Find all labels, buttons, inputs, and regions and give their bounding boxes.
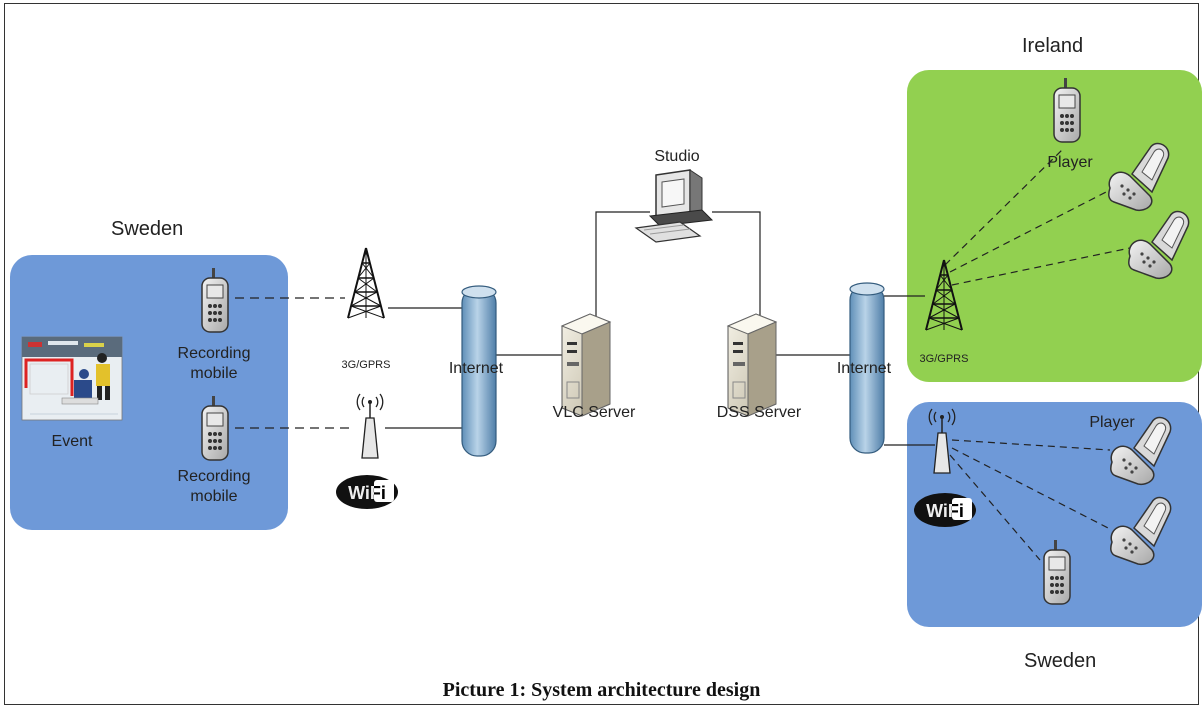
event-label: Event [52, 433, 93, 450]
internet-left-label: Internet [449, 360, 504, 377]
wifi-logo-icon: WiFi [336, 475, 398, 509]
region-title-sweden-left: Sweden [111, 218, 183, 240]
connections [235, 149, 1131, 561]
player-ireland-label: Player [1047, 154, 1093, 171]
event-image [21, 336, 123, 421]
studio-label: Studio [654, 148, 699, 165]
tower-right-label: 3G/GPRS [920, 353, 969, 365]
recording-mobile-label-2a: Recording [178, 468, 251, 485]
link-studio-dss [712, 211, 761, 318]
server-icon [561, 313, 611, 417]
link-tower-player3 [951, 247, 1131, 286]
region-title-ireland: Ireland [1022, 35, 1083, 57]
dss-server-label: DSS Server [717, 404, 802, 421]
recording-mobile-label-1a: Recording [178, 345, 251, 362]
internet-right-label: Internet [837, 360, 892, 377]
server-icon [727, 313, 777, 417]
link-wifi-player5 [951, 447, 1113, 531]
wifi-logo-icon: WiFi [914, 493, 976, 527]
recording-mobile-label-1b: mobile [190, 365, 237, 382]
link-wifi-player4 [951, 439, 1111, 451]
desktop-computer-icon [634, 169, 714, 243]
wifi-logo-text: WiFi [926, 501, 964, 521]
link-vlc-studio [595, 211, 650, 318]
player-sweden-label: Player [1089, 414, 1135, 431]
link-tower-player2 [949, 189, 1111, 273]
recording-mobile-label-2b: mobile [190, 488, 237, 505]
cell-tower-icon [347, 247, 385, 319]
wifi-logo-text: WiFi [348, 483, 386, 503]
wifi-antenna-icon [356, 393, 384, 459]
link-tower-player1 [944, 149, 1063, 266]
region-ireland [907, 70, 1202, 382]
vlc-server-label: VLC Server [553, 404, 636, 421]
region-title-sweden-right: Sweden [1024, 650, 1096, 672]
tower-left-label: 3G/GPRS [342, 359, 391, 371]
internet-pipe-icon [849, 282, 885, 454]
figure-caption: Picture 1: System architecture design [442, 679, 761, 701]
internet-pipe-icon [461, 285, 497, 457]
